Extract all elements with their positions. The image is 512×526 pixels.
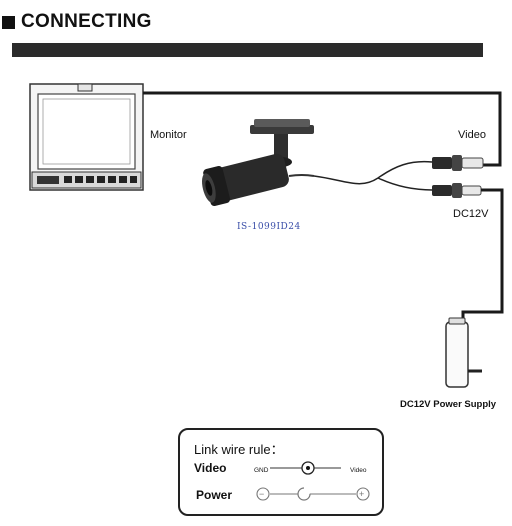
power-supply-icon	[445, 317, 482, 388]
heading-square-bullet	[2, 15, 15, 29]
monitor-icon	[29, 83, 144, 191]
minus-text: −	[259, 489, 265, 499]
camera-pigtail-cable	[313, 160, 433, 185]
video-text: Video	[350, 467, 367, 474]
section-heading: CONNECTING	[0, 10, 152, 34]
power-row-label: Power	[196, 488, 233, 502]
video-cable	[143, 91, 502, 167]
power-center-symbol-icon	[296, 486, 311, 501]
power-connector-icon	[432, 183, 482, 198]
video-row-label: Video	[194, 461, 227, 475]
page-title: CONNECTING	[21, 11, 152, 32]
monitor-label: Monitor	[150, 129, 187, 141]
dc12v-label: DC12V	[453, 208, 489, 220]
video-label: Video	[458, 129, 486, 141]
link-wire-rule-box: Link wire rule： Video GND Video Power − …	[178, 428, 384, 516]
camera-model-label: IS-1099ID24	[237, 222, 301, 232]
minus-symbol-icon	[255, 486, 270, 501]
gnd-text: GND	[254, 467, 269, 474]
power-cable	[461, 188, 504, 322]
power-supply-label: DC12V Power Supply	[400, 399, 497, 410]
plus-text: +	[359, 489, 365, 499]
camera-power-lead	[377, 177, 433, 191]
link-wire-symbols	[255, 460, 370, 501]
heading-rule-bar	[12, 43, 483, 57]
camera-icon	[201, 119, 315, 207]
link-wire-rule-title: Link wire rule：	[194, 442, 284, 457]
video-connector-icon	[432, 155, 484, 171]
plus-symbol-icon	[355, 486, 370, 501]
